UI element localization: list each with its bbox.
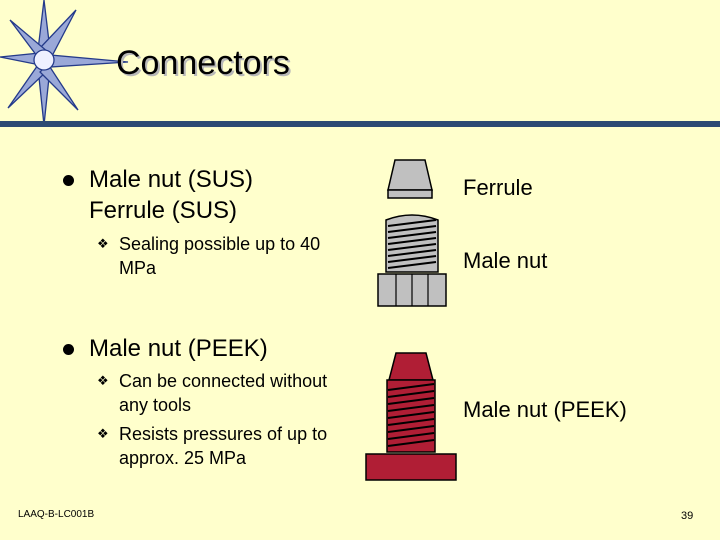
slide-title: Connectors [116,44,290,82]
bullet-dot [63,175,74,186]
male-nut-label: Male nut [463,248,548,273]
sub-bullet-2-1: Can be connected without any tools [119,371,328,415]
sub-bullet-icon: ❖ [97,373,109,388]
page-number: 39 [681,510,694,522]
ferrule-illustration [387,159,433,199]
male-nut-peek-label: Male nut (PEEK) [463,397,627,422]
bullet-1-text: Male nut (SUS) Ferrule (SUS) [89,166,254,224]
star-logo [0,0,129,125]
sub-bullet-2-2: Resists pressures of up to approx. 25 MP… [119,424,328,468]
sub-bullet-1-1: Sealing possible up to 40 MPa [119,234,321,278]
ferrule-label: Ferrule [463,175,533,200]
footer-code: LAAQ-B-LC001B [18,509,95,520]
peek-nut-illustration [365,352,457,481]
male-nut-illustration [377,214,447,307]
title-rule [0,121,720,127]
sub-bullet-icon: ❖ [97,236,109,251]
bullet-2-text: Male nut (PEEK) [89,335,268,362]
bullet-dot [63,344,74,355]
sub-bullet-icon: ❖ [97,426,109,441]
